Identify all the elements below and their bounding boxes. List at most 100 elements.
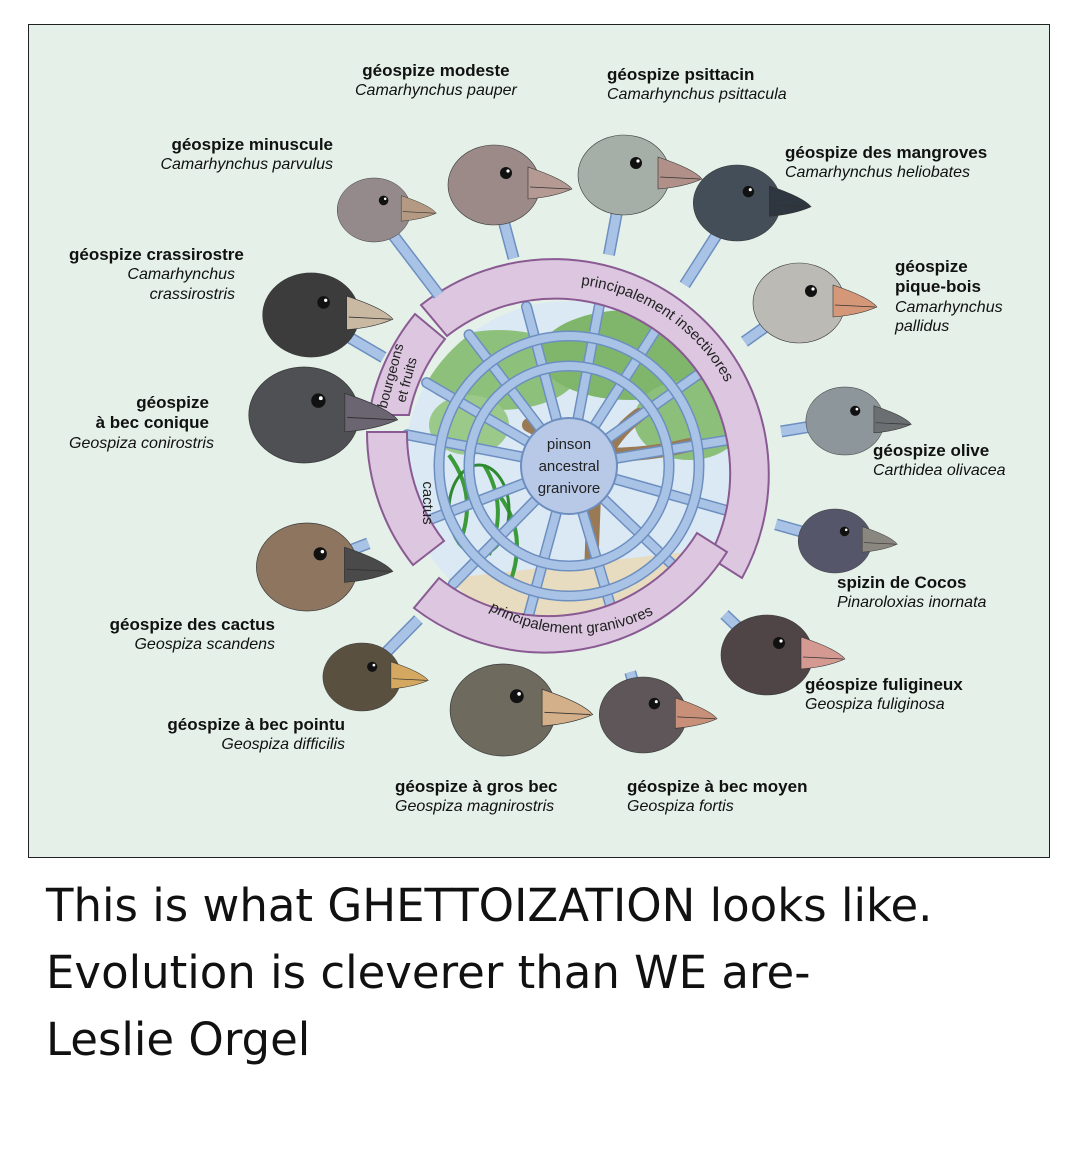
bird-eye [850, 405, 861, 416]
bird-head-shape [262, 272, 360, 358]
center-label-line3: granivore [538, 480, 601, 497]
species-label-minuscule: géospize minuscule Camarhynchus parvulus [160, 135, 333, 174]
bird-head-geospize-a-bec-conique [248, 366, 399, 464]
bird-head-geospize-a-bec-pointu [322, 642, 429, 712]
bird-head-shape [447, 144, 541, 226]
bird-beak [390, 661, 429, 690]
bird-eye-highlight [844, 528, 848, 532]
bird-beak-line [402, 211, 435, 214]
bird-head-shape [599, 676, 687, 754]
bird-eye-highlight [318, 396, 323, 401]
bird-head-spizin-de-cocos [797, 508, 898, 574]
bird-head-geospize-modeste [447, 144, 573, 226]
bird-beak-line [834, 304, 876, 308]
inner-branch [612, 435, 736, 463]
bird-eye-highlight [636, 159, 640, 163]
bird-beak-line [875, 422, 910, 425]
bird-eye-highlight [779, 639, 783, 643]
bird-eye [367, 661, 378, 672]
finch-radiation-figure: principalement insectivores principaleme… [28, 24, 1050, 858]
inner-branch [590, 322, 662, 430]
inner-branch [604, 366, 708, 443]
label-cactus: cactus [419, 481, 436, 524]
species-label-pointu: géospize à bec pointu Geospiza difficili… [167, 715, 345, 754]
bird-head-geospize-des-cactus [256, 522, 394, 612]
bird-head-shape [248, 366, 360, 464]
bird-head-shape [577, 134, 671, 216]
bird-beak [400, 195, 437, 222]
bird-beak-line [346, 568, 391, 572]
inner-branch [573, 299, 604, 423]
bird-beak-line [802, 656, 844, 660]
bird-beak-line [544, 711, 591, 716]
bird-head-geospize-a-gros-bec [449, 663, 594, 757]
bird-beak [675, 697, 718, 729]
bird-eye-highlight [320, 549, 325, 554]
inner-branch [402, 430, 526, 461]
bird-eye-highlight [372, 663, 376, 667]
bird-head-shape [797, 508, 873, 574]
inner-branch [411, 479, 529, 530]
bird-head-shape [256, 522, 358, 612]
ring-granivores [412, 531, 729, 654]
bird-beak-line [392, 678, 427, 681]
bird-eye [805, 285, 817, 297]
bird-eye [311, 393, 326, 408]
inner-branch [449, 496, 540, 588]
bird-beak [541, 688, 594, 727]
bird-eye [773, 637, 785, 649]
bird-head-geospize-minuscule [336, 177, 437, 243]
center-label-line1: pinson [547, 436, 591, 453]
inner-branch-arc [465, 362, 673, 570]
bird-head-geospize-olive [805, 386, 912, 456]
species-label-pique-bois: géospize pique-bois Camarhynchus pallidu… [895, 257, 1003, 335]
bird-eye [378, 195, 389, 206]
bird-beak-line [677, 716, 716, 720]
bird-eye [630, 157, 642, 169]
inner-branch-arc [435, 332, 703, 600]
caption: This is what GHETTOIZATION looks like. E… [46, 872, 1056, 1073]
species-label-bec-moyen: géospize à bec moyen Geospiza fortis [627, 777, 808, 816]
species-label-mangroves: géospize des mangroves Camarhynchus heli… [785, 143, 988, 182]
bird-head-geospize-crassirostre [262, 272, 394, 358]
finch-radiation-diagram: principalement insectivores principaleme… [248, 134, 912, 757]
bird-beak [873, 405, 912, 434]
bird-beak-line [659, 176, 701, 180]
bird-beak [800, 636, 846, 670]
bird-beak [657, 156, 703, 190]
bird-beak-line [348, 316, 391, 320]
bird-head-geospize-a-bec-moyen [599, 676, 718, 754]
inner-branch [521, 508, 561, 630]
bird-beak [832, 284, 878, 318]
bird-eye [648, 697, 661, 710]
bird-beak [769, 185, 812, 217]
bird-eye [839, 526, 850, 537]
bird-beak [527, 166, 573, 200]
bird-head-geospize-des-mangroves [693, 164, 812, 242]
bird-eye [500, 167, 512, 179]
species-label-cactus: géospize des cactus Geospiza scandens [109, 615, 275, 654]
ring-cactus [365, 431, 446, 567]
species-label-fuligineux: géospize fuligineux Geospiza fuliginosa [805, 675, 963, 714]
bird-beak [344, 392, 399, 433]
ring-buds-fruits [367, 312, 447, 416]
bird-beak [344, 546, 394, 583]
inner-branch [465, 330, 544, 432]
ancestral-finch-node: pinson ancestral granivore [520, 417, 618, 515]
bird-head-shape [693, 164, 781, 242]
species-label-crassirostre: géospize crassirostre Camarhynchus crass… [69, 245, 244, 303]
bird-head-shape [336, 177, 412, 243]
bird-eye [317, 296, 330, 309]
bird-head-shape [720, 614, 814, 696]
species-label-olive: géospize olive Carthidea olivacea [873, 441, 1006, 480]
bird-eye-highlight [324, 298, 328, 302]
bird-eye-highlight [383, 197, 387, 201]
center-label-line2: ancestral [539, 458, 600, 475]
bird-beak-line [529, 186, 571, 190]
inner-branch [611, 475, 732, 515]
bird-beak-line [863, 542, 896, 545]
species-label-modeste: géospize modeste Camarhynchus pauper [355, 61, 517, 100]
bird-eye-highlight [506, 169, 510, 173]
bird-head-geospize-psittacin [577, 134, 703, 216]
bird-beak-line [347, 416, 396, 421]
